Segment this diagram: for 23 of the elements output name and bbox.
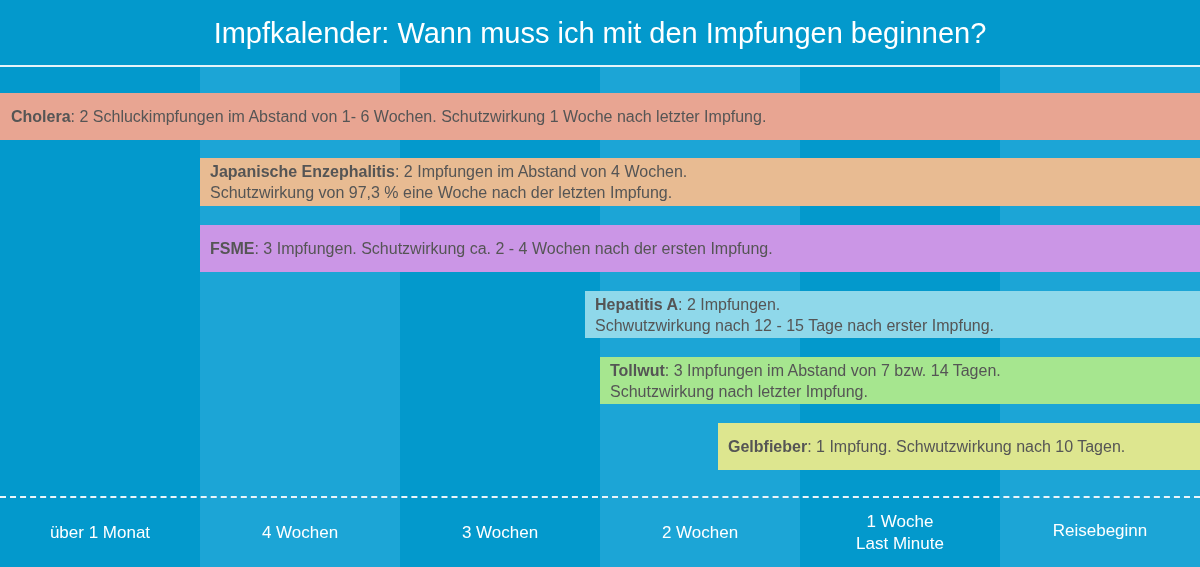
vaccine-bar [600, 357, 1200, 404]
time-label: über 1 Monat [48, 522, 152, 544]
vaccine-bar [200, 225, 1200, 272]
time-label: 1 Woche [865, 511, 935, 533]
vaccine-text: FSME: 3 Impfungen. Schutzwirkung ca. 2 - 4 Wochen nach der ersten Impfung. [210, 239, 774, 259]
vaccine-text: Schwutzwirkung nach 12 - 15 Tage nach erster Impfung. [595, 315, 996, 336]
vaccine-bar [585, 291, 1200, 338]
vaccine-text: Hepatitis A: 2 Impfungen. [595, 294, 782, 315]
vaccine-bar [718, 423, 1200, 470]
vaccine-text: Cholera: 2 Schluckimpfungen im Abstand von 1- 6 Wochen. Schutzwirkung 1 Woche nach letzter Impfung. [11, 107, 768, 127]
vaccine-bar [200, 158, 1200, 206]
time-label: Last Minute [855, 533, 945, 555]
time-label: Reisebeginn [1051, 520, 1149, 542]
time-label: 2 Wochen [660, 522, 740, 544]
time-label: 4 Wochen [260, 522, 340, 544]
vaccine-text: Schutzwirkung von 97,3 % eine Woche nach der letzten Impfung. [210, 183, 674, 203]
vaccine-text: Schutzwirkung nach letzter Impfung. [610, 381, 869, 402]
vaccine-text: Japanische Enzephalitis: 2 Impfungen im Abstand von 4 Wochen. [210, 162, 689, 182]
vaccine-text: Gelbfieber: 1 Impfung. Schwutzwirkung nach 10 Tagen. [728, 437, 1127, 457]
vaccine-text: Tollwut: 3 Impfungen im Abstand von 7 bzw. 14 Tagen. [610, 360, 1002, 381]
time-label: 3 Wochen [460, 522, 540, 544]
title: Impfkalender: Wann muss ich mit den Impfungen beginnen? [213, 16, 987, 50]
vaccine-bar [0, 93, 1200, 140]
